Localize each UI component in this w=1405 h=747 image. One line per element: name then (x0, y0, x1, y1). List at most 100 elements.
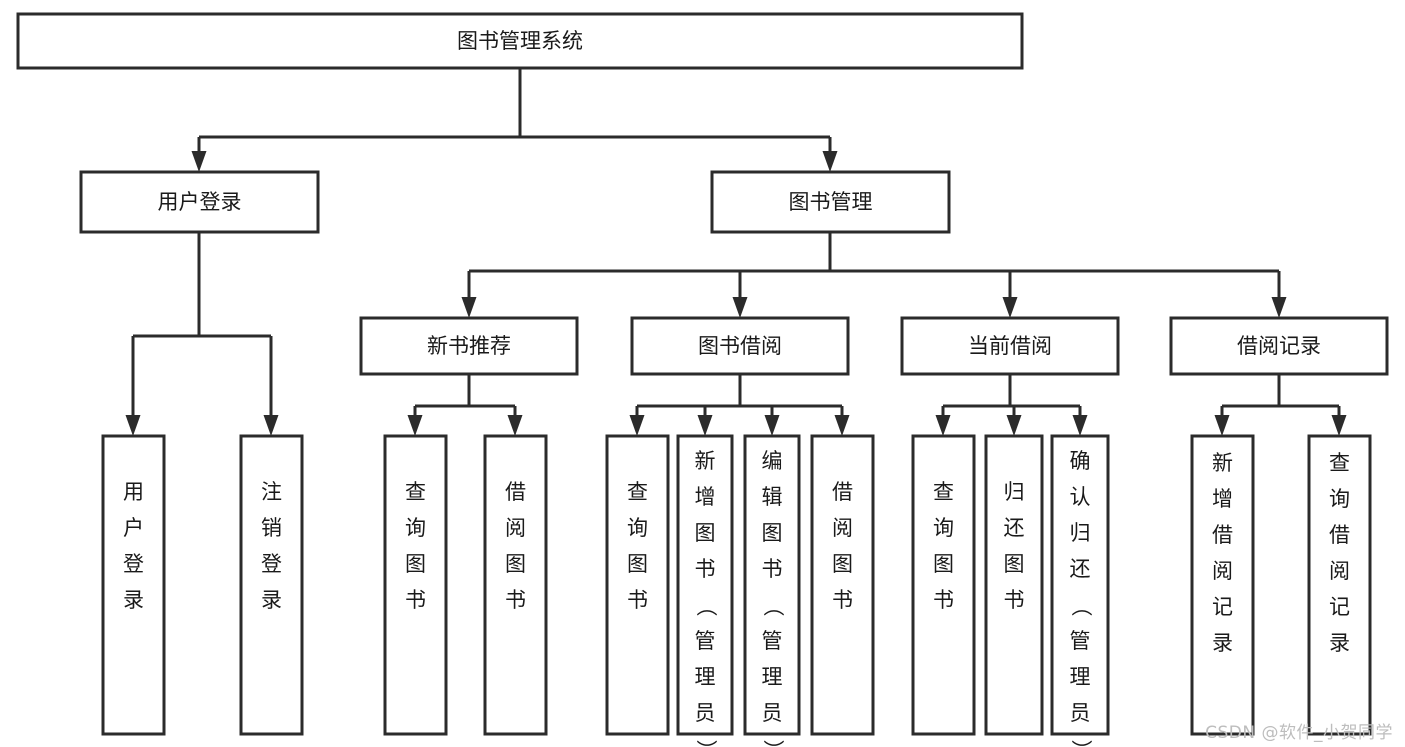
node-rect[interactable] (383, 434, 448, 736)
node-rect[interactable] (676, 434, 734, 736)
node-rect[interactable] (359, 316, 579, 376)
node-label-char: 图 (832, 552, 853, 576)
arrow-head-icon (1271, 297, 1287, 318)
node-label-char: 员 (1070, 701, 1091, 725)
node-label-char: 借 (505, 480, 526, 504)
node-rect[interactable] (483, 434, 548, 736)
node-label-char: 增 (1212, 487, 1233, 511)
node-current-borrow[interactable]: 当前借阅 (900, 316, 1120, 376)
node-label-char: 查 (405, 480, 426, 504)
node-label-char: 书 (1004, 588, 1025, 612)
node-label-char: 还 (1070, 557, 1091, 581)
node-root[interactable]: 图书管理系统 (16, 12, 1024, 70)
node-rect[interactable] (630, 316, 850, 376)
arrow-head-icon (764, 415, 780, 436)
node-rect[interactable] (79, 170, 320, 234)
node-label-char: 书 (933, 588, 954, 612)
node-label-char: （ (694, 596, 718, 617)
arrow-head-icon (1331, 415, 1347, 436)
node-label-char: （ (761, 596, 785, 617)
arrow-head-icon (507, 415, 523, 436)
node-label-char: 认 (1070, 485, 1091, 509)
node-rect[interactable] (1169, 316, 1389, 376)
node-label: 新书推荐 (427, 334, 511, 358)
node-rect[interactable] (605, 434, 670, 736)
node-rect[interactable] (1050, 434, 1110, 736)
edge-borrow-bus (629, 374, 850, 436)
node-label-char: 阅 (832, 516, 853, 540)
node-rect[interactable] (101, 434, 166, 736)
node-label-char: 登 (261, 552, 282, 576)
edge-root-bus (191, 68, 838, 172)
node-user-login[interactable]: 用户登录 (79, 170, 320, 234)
arrow-head-icon (407, 415, 423, 436)
node-label-char: 询 (933, 516, 954, 540)
node-label-char: ） (761, 740, 785, 747)
node-label-char: 借 (1212, 523, 1233, 547)
arrow-head-icon (1072, 415, 1088, 436)
arrow-head-icon (935, 415, 951, 436)
edges-layer (125, 68, 1347, 436)
node-label-char: 书 (505, 588, 526, 612)
node-label-char: 阅 (1329, 559, 1350, 583)
node-rect[interactable] (810, 434, 875, 736)
node-borrow-record[interactable]: 借阅记录 (1169, 316, 1389, 376)
nodes-layer: 图书管理系统用户登录图书管理新书推荐图书借阅当前借阅借阅记录用户登录注销登录查询… (16, 12, 1389, 747)
node-label: 图书管理系统 (457, 29, 583, 53)
node-rect[interactable] (239, 434, 304, 736)
arrow-head-icon (191, 151, 207, 172)
node-rect[interactable] (984, 434, 1044, 736)
node-new-book-recommend[interactable]: 新书推荐 (359, 316, 579, 376)
node-label-char: 图 (933, 552, 954, 576)
node-label-char: 询 (627, 516, 648, 540)
node-label-char: 管 (762, 629, 783, 653)
node-rect[interactable] (911, 434, 976, 736)
node-book-manage[interactable]: 图书管理 (710, 170, 951, 234)
node-book-borrow[interactable]: 图书借阅 (630, 316, 850, 376)
node-rect[interactable] (16, 12, 1024, 70)
node-label-char: 归 (1070, 521, 1091, 545)
arrow-head-icon (732, 297, 748, 318)
node-label-char: 图 (405, 552, 426, 576)
node-label-char: 录 (1329, 631, 1350, 655)
edge-userlogin-bus (125, 232, 279, 436)
node-leaf-user-login[interactable]: 用户登录 (101, 434, 166, 736)
node-label-char: 录 (1212, 631, 1233, 655)
node-rect[interactable] (900, 316, 1120, 376)
node-rect[interactable] (1190, 434, 1255, 736)
node-label-char: 录 (261, 588, 282, 612)
node-label-char: 注 (261, 480, 282, 504)
node-label-char: 户 (123, 516, 144, 540)
node-label-char: 归 (1004, 480, 1025, 504)
node-label-char: 图 (762, 521, 783, 545)
node-label-char: 用 (123, 480, 144, 504)
node-label-char: 管 (695, 629, 716, 653)
node-rect[interactable] (743, 434, 801, 736)
node-label-char: 辑 (762, 485, 783, 509)
node-label-char: 登 (123, 552, 144, 576)
node-rect[interactable] (710, 170, 951, 234)
arrow-head-icon (1214, 415, 1230, 436)
node-rect[interactable] (1307, 434, 1372, 736)
node-label-char: 图 (695, 521, 716, 545)
